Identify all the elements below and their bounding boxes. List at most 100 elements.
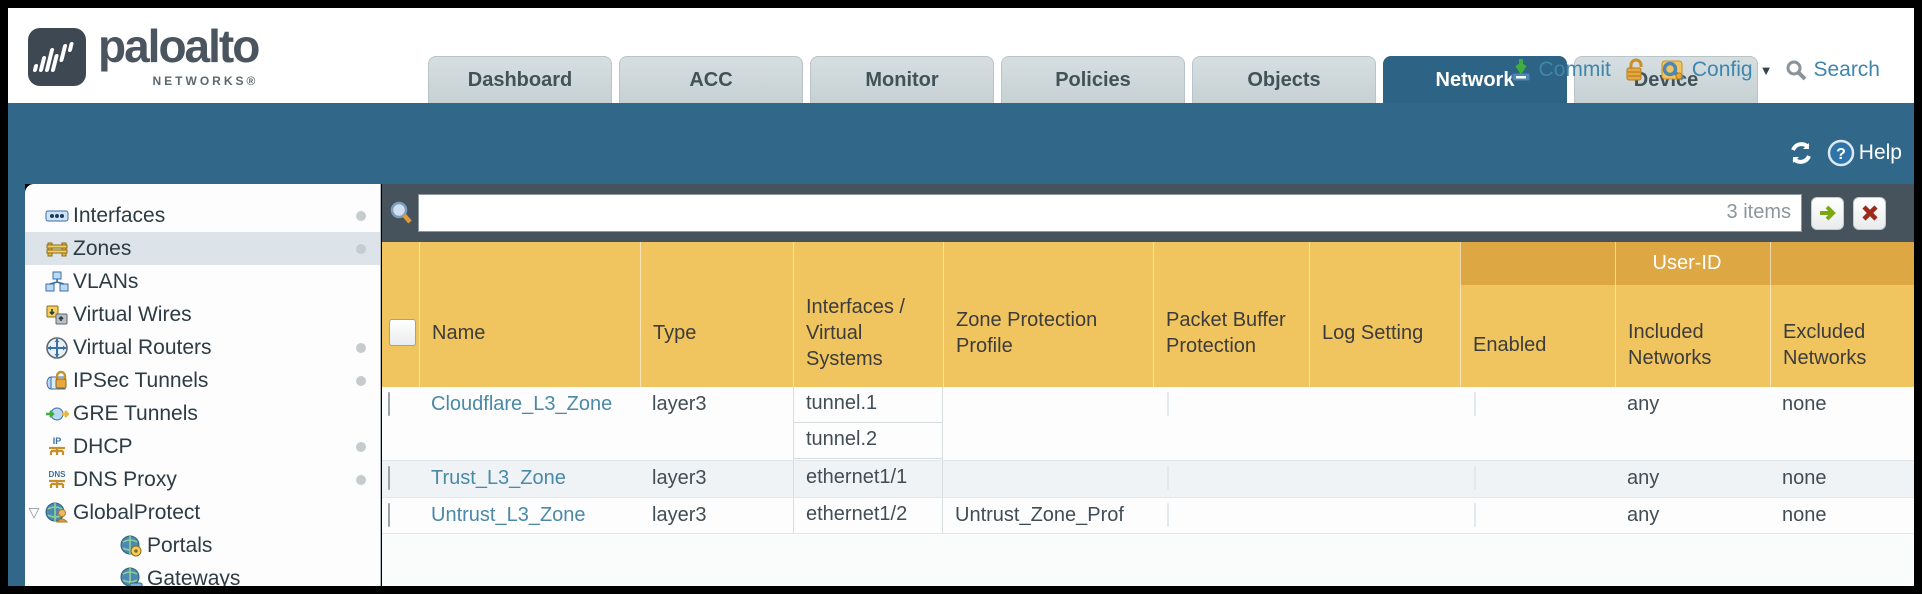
search-button[interactable]: Search: [1784, 58, 1880, 82]
filter-search-icon: [388, 200, 414, 226]
svg-text:DNS: DNS: [49, 470, 67, 479]
top-actions: Commit: [1508, 57, 1880, 83]
col-header-excluded-networks[interactable]: Excluded Networks: [1770, 242, 1914, 387]
status-dot: [356, 210, 366, 221]
zone-name-link[interactable]: Cloudflare_L3_Zone: [431, 393, 613, 415]
left-teal-strip: [8, 184, 25, 586]
commit-label: Commit: [1538, 58, 1611, 81]
userid-enabled-checkbox[interactable]: [1474, 466, 1476, 490]
help-button[interactable]: ? Help: [1827, 139, 1902, 167]
sidebar-item-virtual-routers[interactable]: Virtual Routers: [25, 331, 380, 364]
apply-filter-button[interactable]: [1811, 196, 1844, 230]
included-networks: any: [1627, 504, 1660, 526]
zones-content: 3 items User-ID Name Type Interfaces / V…: [382, 184, 1914, 586]
vlans-icon: [45, 270, 69, 294]
chevron-down-icon: ▼: [1759, 62, 1773, 78]
row-checkbox[interactable]: [388, 466, 390, 490]
zone-type: layer3: [652, 504, 707, 526]
ipsec-tunnels-icon: [45, 369, 69, 393]
sidebar-item-label: IPSec Tunnels: [73, 368, 209, 392]
log-setting: [1309, 498, 1460, 534]
svg-text:IP: IP: [53, 436, 62, 446]
virtual-wires-icon: [45, 303, 69, 327]
interface-item: ethernet1/1: [806, 466, 908, 488]
search-label: Search: [1813, 58, 1880, 81]
help-label: Help: [1858, 141, 1902, 164]
userid-enabled-checkbox[interactable]: [1474, 503, 1476, 527]
clear-filter-button[interactable]: [1853, 196, 1886, 230]
sidebar-item-dns-proxy[interactable]: DNS DNS Proxy: [25, 463, 380, 496]
config-label: Config: [1691, 58, 1753, 81]
log-setting: [1309, 387, 1460, 460]
sidebar-item-vlans[interactable]: VLANs: [25, 265, 380, 298]
sidebar-item-zones[interactable]: Zones: [25, 232, 380, 265]
lock-icon: [1623, 57, 1647, 83]
top-bar: paloalto NETWORKS® Dashboard ACC Monitor…: [8, 8, 1914, 103]
tab-acc[interactable]: ACC: [619, 56, 803, 103]
refresh-icon[interactable]: [1787, 139, 1815, 167]
sidebar-item-virtual-wires[interactable]: Virtual Wires: [25, 298, 380, 331]
sidebar-item-interfaces[interactable]: Interfaces: [25, 199, 380, 232]
tab-network[interactable]: Network: [1383, 56, 1567, 103]
col-header-packet-buffer[interactable]: Packet Buffer Protection: [1153, 242, 1309, 387]
logo-subtitle: NETWORKS®: [152, 74, 259, 88]
status-dot: [356, 342, 366, 353]
paloalto-logo: paloalto NETWORKS®: [28, 20, 260, 88]
zone-name-link[interactable]: Untrust_L3_Zone: [431, 504, 586, 526]
dhcp-icon: IP: [45, 435, 69, 459]
col-header-included-networks[interactable]: Included Networks: [1615, 242, 1770, 387]
sidebar-item-globalprotect[interactable]: ▽ GlobalProtect: [25, 496, 380, 529]
sidebar-item-label: DHCP: [73, 434, 133, 458]
commit-button[interactable]: Commit: [1508, 57, 1611, 83]
col-header-interfaces[interactable]: Interfaces / Virtual Systems: [793, 242, 943, 387]
zone-protection-profile: [943, 387, 1153, 460]
sidebar-item-gre-tunnels[interactable]: GRE Tunnels: [25, 397, 380, 430]
sidebar-item-ipsec-tunnels[interactable]: IPSec Tunnels: [25, 364, 380, 397]
tab-monitor[interactable]: Monitor: [810, 56, 994, 103]
col-header-name[interactable]: Name: [419, 242, 640, 387]
userid-enabled-checkbox[interactable]: [1474, 392, 1476, 416]
svg-text:?: ?: [1836, 146, 1846, 163]
col-header-log-setting[interactable]: Log Setting: [1309, 242, 1460, 387]
row-checkbox[interactable]: [388, 503, 390, 527]
zone-protection-profile: Untrust_Zone_Prof: [955, 504, 1124, 526]
status-dot: [356, 441, 366, 452]
sidebar-item-label: Gateways: [147, 566, 241, 587]
col-header-enabled[interactable]: Enabled: [1460, 242, 1615, 387]
log-setting: [1309, 461, 1460, 497]
sidebar-item-gateways[interactable]: Gateways: [25, 562, 380, 586]
packet-buffer-checkbox[interactable]: [1167, 466, 1169, 490]
zone-name-link[interactable]: Trust_L3_Zone: [431, 467, 566, 489]
lock-button[interactable]: [1623, 57, 1647, 83]
userid-group-header: User-ID: [1460, 242, 1914, 285]
virtual-routers-icon: [45, 336, 69, 360]
select-all-checkbox[interactable]: [389, 319, 416, 346]
paloalto-logo-icon: [28, 28, 86, 86]
zone-interfaces: ethernet1/2: [793, 498, 943, 534]
packet-buffer-checkbox[interactable]: [1167, 392, 1169, 416]
tab-dashboard[interactable]: Dashboard: [428, 56, 612, 103]
tab-policies[interactable]: Policies: [1001, 56, 1185, 103]
sidebar-item-label: Interfaces: [73, 203, 166, 227]
sidebar-item-dhcp[interactable]: IP DHCP: [25, 430, 380, 463]
status-dot: [356, 243, 366, 254]
excluded-networks: none: [1782, 467, 1827, 489]
col-header-type[interactable]: Type: [640, 242, 793, 387]
sidebar-item-label: GlobalProtect: [73, 500, 201, 524]
logo-text: paloalto NETWORKS®: [98, 20, 260, 88]
interfaces-icon: [45, 204, 69, 228]
expander-triangle-icon[interactable]: ▽: [28, 504, 40, 520]
interface-item: ethernet1/2: [806, 503, 908, 525]
tab-objects[interactable]: Objects: [1192, 56, 1376, 103]
sidebar-item-portals[interactable]: Portals: [25, 529, 380, 562]
packet-buffer-checkbox[interactable]: [1167, 503, 1169, 527]
sidebar-item-label: VLANs: [73, 269, 139, 293]
network-sidebar: Interfaces Zones VLANs Virtual Wires: [25, 184, 381, 586]
excluded-networks: none: [1782, 504, 1827, 526]
globalprotect-icon: [45, 501, 69, 525]
filter-input[interactable]: 3 items: [418, 194, 1802, 232]
col-header-zone-protection[interactable]: Zone Protection Profile: [943, 242, 1153, 387]
included-networks: any: [1627, 467, 1660, 489]
row-checkbox[interactable]: [388, 392, 390, 416]
config-menu[interactable]: Config ▼: [1659, 57, 1773, 83]
